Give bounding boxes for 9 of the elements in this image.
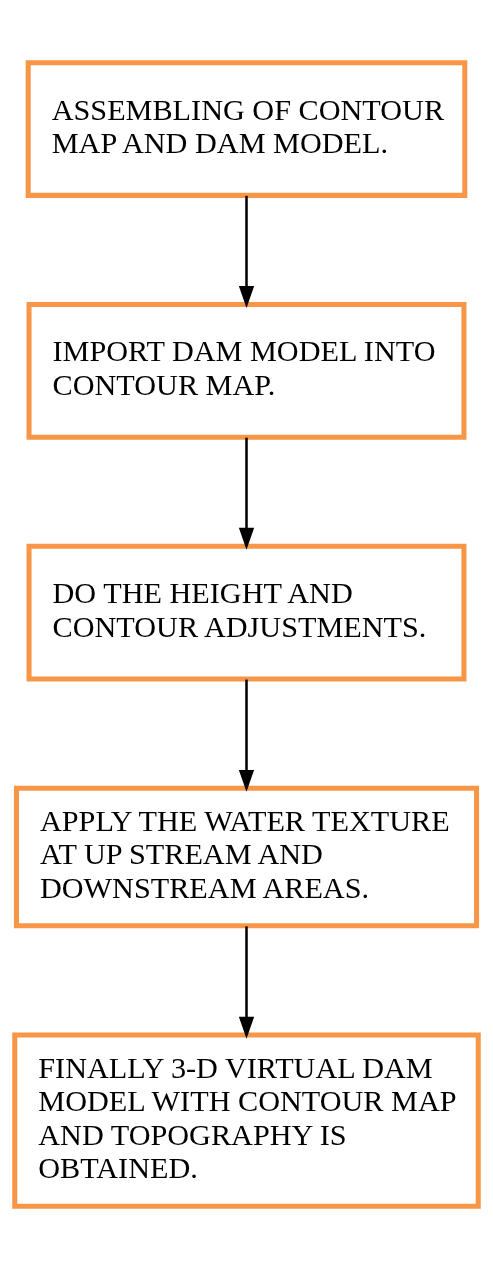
node-box: ASSEMBLING OF CONTOUR MAP AND DAM MODEL.	[25, 59, 468, 198]
node-box: FINALLY 3-D VIRTUAL DAM MODEL WITH CONTOUR MAP AND TOPOGRAPHY IS OBTAINED.	[12, 1032, 481, 1209]
arrow	[238, 195, 255, 308]
node-box: IMPORT DAM MODEL INTO CONTOUR MAP.	[26, 301, 467, 440]
arrow	[238, 925, 255, 1039]
node-box: DO THE HEIGHT AND CONTOUR ADJUSTMENTS.	[26, 543, 467, 681]
node-box: APPLY THE WATER TEXTURE AT UP STREAM AND DOWNSTREAM AREAS.	[13, 785, 480, 928]
arrow	[238, 437, 255, 550]
arrow	[238, 679, 255, 792]
